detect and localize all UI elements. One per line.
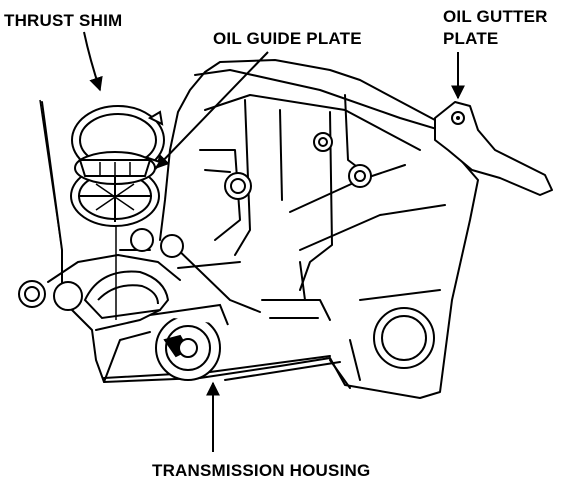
left-reference-line [39,99,63,251]
label-transmission-housing: TRANSMISSION HOUSING [152,461,370,480]
oil-gutter-plate [434,101,553,196]
boss-4 [130,228,154,252]
thrust-shim-leader [83,31,103,92]
oil-guide-plate-leader [155,51,269,170]
boss-6 [53,281,83,311]
boss-5 [160,234,184,258]
shaft-bearing-assembly [83,270,229,381]
label-oil-gutter-plate-line1: OIL GUTTER [443,7,548,26]
leader-arrows [83,31,465,452]
label-oil-guide-plate: OIL GUIDE PLATE [213,29,362,48]
oil-guide-plate [70,151,160,227]
housing-bosses [18,132,435,369]
label-thrust-shim: THRUST SHIM [4,11,122,30]
label-oil-gutter-plate-line2: PLATE [443,29,498,48]
